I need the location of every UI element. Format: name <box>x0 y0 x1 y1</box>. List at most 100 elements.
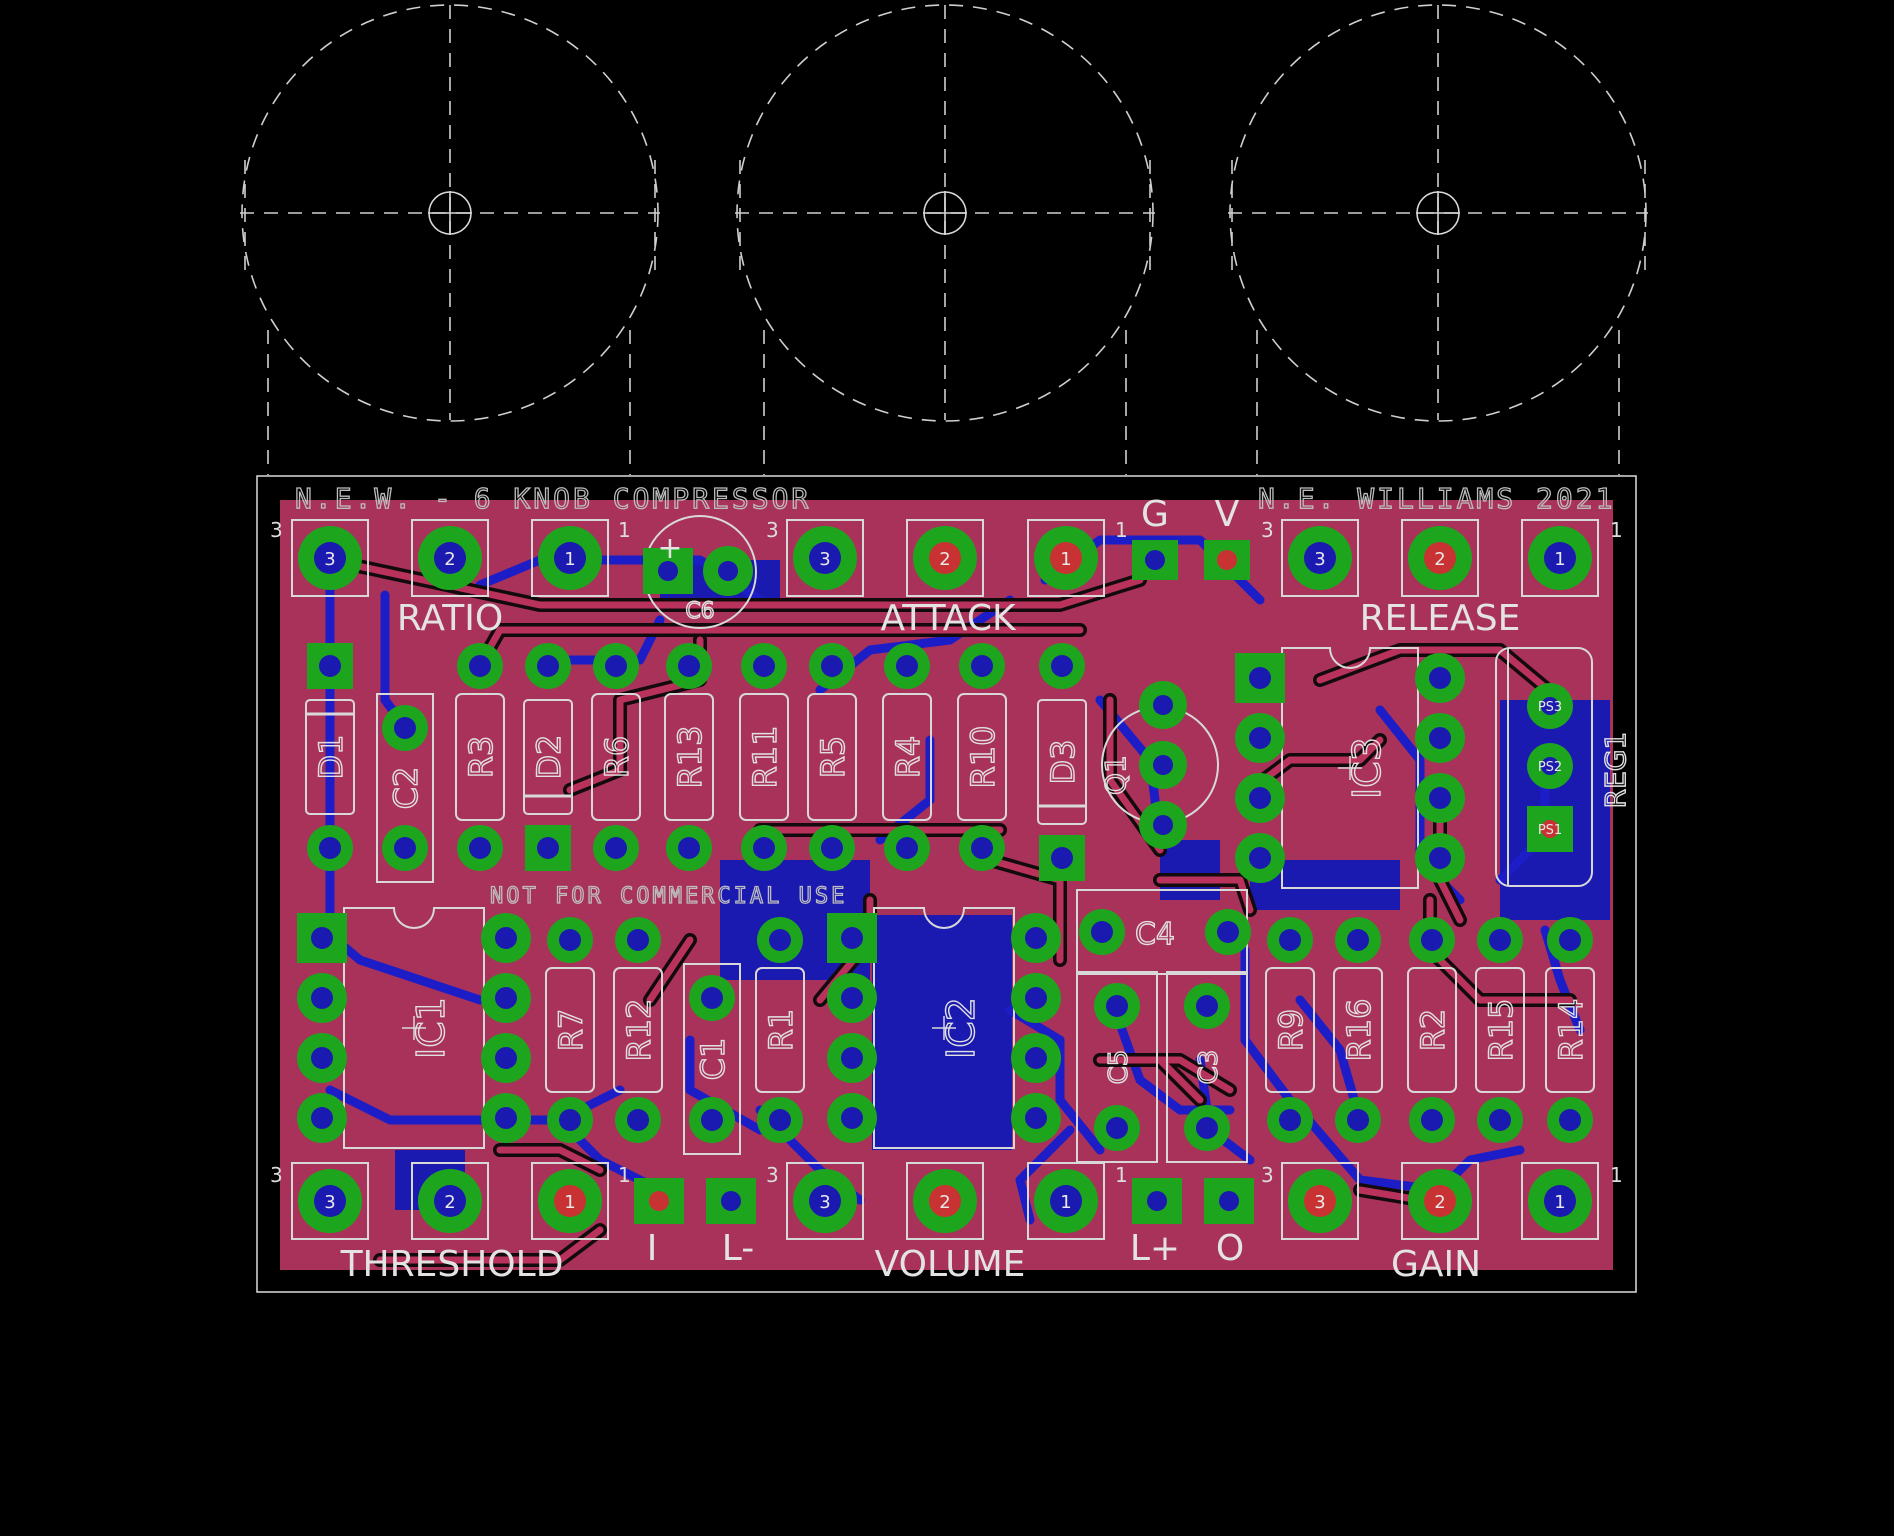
refdes-r12: R12 <box>620 999 658 1062</box>
refdes-c1: C1 <box>694 1038 732 1081</box>
pot-pin-number: 1 <box>1060 549 1071 570</box>
connector-o: O <box>1204 1178 1254 1269</box>
part-d2: D2 <box>523 643 573 871</box>
knob-outlines <box>240 4 1648 475</box>
pot-pin-number: 1 <box>564 549 575 570</box>
refdes-d1: D1 <box>312 735 350 780</box>
pot-label-ratio: RATIO <box>397 598 503 639</box>
pot-pin-number: 2 <box>939 1192 950 1213</box>
board-outline <box>256 475 1637 1293</box>
refdes-c4: C4 <box>1135 917 1175 952</box>
pot-pin-number: 2 <box>1434 1192 1445 1213</box>
refdes-r3: R3 <box>462 736 500 779</box>
pot-footprint-volume: 3 2 1 <box>786 1162 1105 1240</box>
pot-corner-release-right: 1 <box>1610 518 1623 542</box>
pot-pin-number: 3 <box>819 549 830 570</box>
pot-pin-number: 2 <box>939 549 950 570</box>
connector-label-g: G <box>1141 494 1169 535</box>
refdes-ic1: IC1 <box>409 997 453 1059</box>
refdes-r10: R10 <box>964 726 1002 789</box>
pot-pin-number: 1 <box>1554 1192 1565 1213</box>
part-r5: R5 <box>807 643 857 871</box>
pot-corner-ratio-left: 3 <box>270 518 283 542</box>
pot-corner-attack-left: 3 <box>766 518 779 542</box>
cap-c6: + C6 <box>643 515 757 629</box>
part-d1: D1 <box>305 643 355 871</box>
pot-pin-number: 1 <box>564 1192 575 1213</box>
refdes-r14: R14 <box>1552 999 1590 1062</box>
connector-g: G <box>1132 494 1178 580</box>
pot-label-release: RELEASE <box>1360 598 1521 639</box>
part-c4: C4 <box>1076 889 1251 975</box>
part-r12: R12 <box>613 917 663 1143</box>
disclaimer-text: NOT FOR COMMERCIAL USE <box>490 884 847 909</box>
refdes-r6: R6 <box>598 736 636 779</box>
ic-ic2: IC2 <box>827 907 1061 1149</box>
knob-centers <box>428 191 1460 235</box>
pot-pin-number: 3 <box>324 549 335 570</box>
connector-label-o: O <box>1216 1228 1244 1269</box>
refdes-r16: R16 <box>1340 999 1378 1062</box>
pot-corner-ratio-right: 1 <box>618 518 631 542</box>
ic-ic3: IC3 <box>1235 647 1465 889</box>
connector-label-l-plus: L+ <box>1130 1228 1180 1269</box>
pot-pin-number: 3 <box>1314 1192 1325 1213</box>
pot-corner-volume-left: 3 <box>766 1163 779 1187</box>
part-c3: C3 <box>1166 971 1248 1163</box>
part-r16: R16 <box>1333 917 1383 1143</box>
pot-pin-number: 3 <box>1314 549 1325 570</box>
refdes-ic3: IC3 <box>1345 737 1389 799</box>
pot-corner-threshold-right: 1 <box>618 1163 631 1187</box>
pot-pin-number: 3 <box>324 1192 335 1213</box>
pot-pin-number: 3 <box>819 1192 830 1213</box>
pot-corner-volume-right: 1 <box>1115 1163 1128 1187</box>
connector-l-plus: L+ <box>1130 1178 1182 1269</box>
refdes-r4: R4 <box>889 736 927 779</box>
refdes-c2: C2 <box>387 767 425 810</box>
refdes-r7: R7 <box>552 1009 590 1052</box>
pot-label-threshold: THRESHOLD <box>340 1244 564 1285</box>
cap-c6-polarity: + <box>657 531 682 566</box>
part-r15: R15 <box>1475 917 1525 1143</box>
pot-footprint-threshold: 3 2 1 <box>291 1162 609 1240</box>
refdes-r1: R1 <box>762 1009 800 1052</box>
part-r13: R13 <box>664 643 714 871</box>
pot-footprint-attack: 3 2 1 <box>786 519 1105 597</box>
part-r10: R10 <box>957 643 1007 871</box>
pot-corner-threshold-left: 3 <box>270 1163 283 1187</box>
regulator-reg1: PS3 PS2 PS1 REG1 <box>1495 647 1633 887</box>
refdes-ic2: IC2 <box>939 997 983 1059</box>
pot-label-gain: GAIN <box>1391 1244 1481 1285</box>
title-left: N.E.W. - 6 KNOB COMPRESSOR <box>295 482 811 515</box>
pot-footprints-bottom: 3 2 1 3 2 1 3 2 1 <box>291 1162 1599 1240</box>
refdes-c5: C5 <box>1104 1050 1134 1085</box>
part-c5: C5 <box>1076 971 1158 1163</box>
pot-corner-release-left: 3 <box>1261 518 1274 542</box>
title-right: N.E. WILLIAMS 2021 <box>1258 482 1615 515</box>
part-r3: R3 <box>455 643 505 871</box>
refdes-r11: R11 <box>746 726 784 789</box>
pot-pin-number: 1 <box>1060 1192 1071 1213</box>
ic-ic1: IC1 <box>297 907 531 1149</box>
pot-pin-number: 2 <box>444 1192 455 1213</box>
part-d3: D3 <box>1037 643 1087 881</box>
pot-label-attack: ATTACK <box>880 598 1017 639</box>
refdes-r5: R5 <box>814 736 852 779</box>
part-r1: R1 <box>755 917 805 1143</box>
refdes-c3: C3 <box>1194 1050 1224 1085</box>
refdes-r9: R9 <box>1272 1009 1310 1052</box>
reg-pin-ps1: PS1 <box>1538 823 1562 838</box>
connector-i: I <box>634 1178 684 1269</box>
reg-pin-ps3: PS3 <box>1538 700 1562 715</box>
pot-label-volume: VOLUME <box>875 1244 1026 1285</box>
connector-l-minus: L- <box>706 1178 756 1269</box>
reg-pin-ps2: PS2 <box>1538 760 1562 775</box>
pot-pin-number: 2 <box>444 549 455 570</box>
refdes-r15: R15 <box>1482 999 1520 1062</box>
refdes-r2: R2 <box>1414 1009 1452 1052</box>
part-r9: R9 <box>1265 917 1315 1143</box>
